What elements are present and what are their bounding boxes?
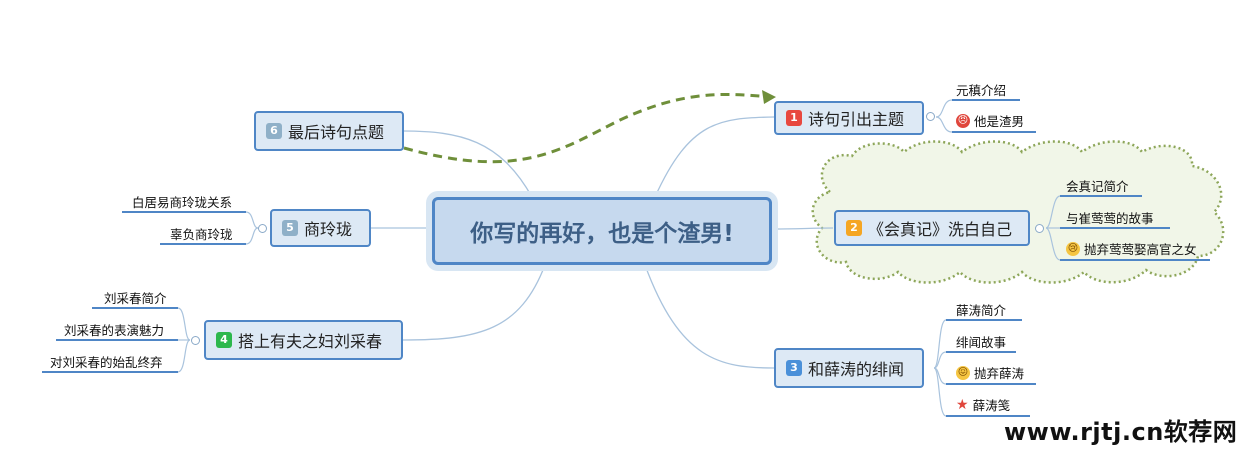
subtopic-label: 刘采春简介 (104, 291, 167, 306)
topic-2[interactable]: 2 《会真记》洗白自己 (834, 210, 1030, 246)
subtopic-label: 白居易商玲珑关系 (132, 195, 233, 210)
topic-3-label: 和薛涛的绯闻 (808, 360, 905, 379)
sub-line (933, 319, 947, 369)
subtopic-3-1[interactable]: 薛涛简介 (956, 300, 1006, 319)
topic-2-label: 《会真记》洗白自己 (868, 220, 1013, 239)
subtopic-4-3[interactable]: 对刘采春的始乱终弃 (50, 352, 163, 371)
priority-3-icon: 3 (786, 360, 802, 376)
subtopic-5-1[interactable]: 白居易商玲珑关系 (132, 192, 232, 211)
sub-line (245, 227, 259, 245)
topic-4-label: 搭上有夫之妇刘采春 (238, 332, 383, 351)
subtopic-2-2[interactable]: 与崔莺莺的故事 (1066, 208, 1154, 227)
star-icon: ★ (956, 396, 969, 413)
subtopic-label: 元稹介绍 (956, 83, 1007, 98)
sub-line (177, 307, 191, 341)
subtopic-label: 刘采春的表演魅力 (64, 323, 165, 338)
topic-6[interactable]: 6 最后诗句点题 (254, 111, 404, 151)
topic-1-label: 诗句引出主题 (808, 110, 905, 129)
subtopic-2-1[interactable]: 会真记简介 (1066, 176, 1129, 195)
priority-2-icon: 2 (846, 220, 862, 236)
subtopic-label: 对刘采春的始乱终弃 (50, 355, 163, 370)
sub-line (245, 211, 259, 229)
central-topic[interactable]: 你写的再好，也是个渣男! (432, 197, 772, 265)
subtopic-3-2[interactable]: 绯闻故事 (956, 332, 1006, 351)
topic-3[interactable]: 3 和薛涛的绯闻 (774, 348, 924, 388)
subtopic-label: 抛弃莺莺娶高官之女 (1084, 242, 1197, 257)
priority-5-icon: 5 (282, 220, 298, 236)
sub-line (1045, 227, 1061, 261)
subtopic-4-1[interactable]: 刘采春简介 (104, 288, 167, 307)
subtopic-1-2[interactable]: 😠 他是渣男 (956, 111, 1024, 130)
subtopic-3-3[interactable]: 😖 抛弃薛涛 (956, 363, 1024, 382)
sub-line (177, 339, 191, 373)
subtopic-3-4[interactable]: ★ 薛涛笺 (956, 395, 1010, 414)
topic-5-label: 商玲珑 (304, 220, 353, 239)
priority-1-icon: 1 (786, 110, 802, 126)
branch-line-1 (654, 116, 775, 198)
branch-line-3 (644, 264, 775, 369)
sub-line (933, 367, 947, 417)
priority-4-icon: 4 (216, 332, 232, 348)
branch-line-6 (402, 130, 533, 198)
subtopic-4-2[interactable]: 刘采春的表演魅力 (64, 320, 164, 339)
topic-4[interactable]: 4 搭上有夫之妇刘采春 (204, 320, 403, 360)
branch-line-4 (402, 264, 546, 341)
sub-line (933, 351, 947, 369)
sad-face-icon: 😖 (956, 365, 970, 380)
subtopic-label: 他是渣男 (974, 114, 1025, 129)
subtopic-label: 绯闻故事 (956, 335, 1007, 350)
watermark: www.rjtj.cn软荐网 (1004, 418, 1238, 446)
subtopic-label: 会真记简介 (1066, 179, 1129, 194)
topic-1[interactable]: 1 诗句引出主题 (774, 101, 924, 135)
collapse-toggle-icon[interactable] (191, 336, 200, 345)
collapse-toggle-icon[interactable] (258, 224, 267, 233)
subtopic-5-2[interactable]: 辜负商玲珑 (170, 224, 233, 243)
subtopic-label: 薛涛笺 (972, 398, 1011, 413)
sub-line (935, 99, 1020, 118)
angry-face-icon: 😠 (956, 113, 970, 128)
subtopic-1-1[interactable]: 元稹介绍 (956, 80, 1006, 99)
subtopic-label: 辜负商玲珑 (170, 227, 233, 242)
topic-6-label: 最后诗句点题 (288, 123, 385, 142)
sub-line (1045, 195, 1061, 229)
subtopic-label: 抛弃薛涛 (974, 366, 1025, 381)
subtopic-2-3[interactable]: 😢 抛弃莺莺娶高官之女 (1066, 239, 1197, 258)
crying-face-icon: 😢 (1066, 241, 1080, 256)
sub-line (935, 116, 1036, 133)
topic-5[interactable]: 5 商玲珑 (270, 209, 371, 247)
branch-line-2 (771, 227, 834, 230)
priority-6-icon: 6 (266, 123, 282, 139)
subtopic-label: 薛涛简介 (956, 303, 1007, 318)
collapse-toggle-icon[interactable] (1035, 224, 1044, 233)
relationship-arrow (403, 92, 771, 164)
collapse-toggle-icon[interactable] (926, 112, 935, 121)
relationship-arrowhead (762, 90, 776, 104)
subtopic-label: 与崔莺莺的故事 (1066, 211, 1154, 226)
